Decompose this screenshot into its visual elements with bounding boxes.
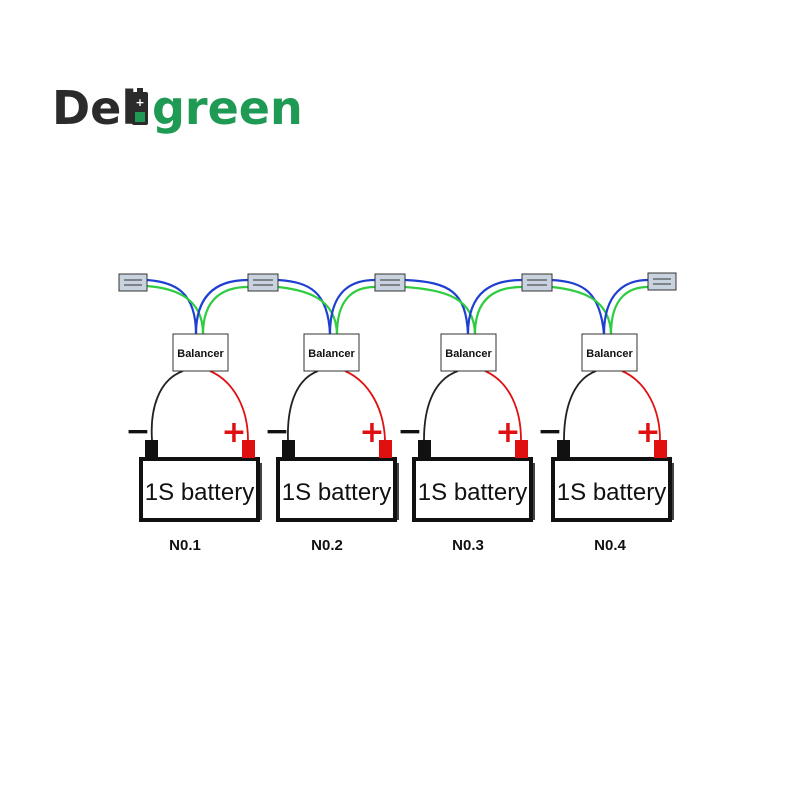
plus-sign: + (495, 415, 520, 450)
unit-3: Balancer − + 1S battery N0.3 (397, 333, 535, 554)
positive-lead (344, 370, 386, 441)
positive-terminal (654, 440, 667, 458)
negative-terminal (282, 440, 295, 458)
brand-logo: Del + green (52, 81, 303, 135)
positive-terminal (242, 440, 255, 458)
battery-label: 1S battery (557, 479, 666, 506)
balancer-box (172, 333, 229, 372)
brand-prefix: Del (52, 81, 137, 135)
unit-1: Balancer − + 1S battery N0.1 (125, 333, 262, 554)
joint-connector-3 (521, 273, 553, 292)
positive-lead (209, 370, 249, 441)
battery-number: N0.4 (594, 537, 626, 554)
svg-text:green: green (152, 81, 303, 135)
balancer-box (581, 333, 638, 372)
joint-connector-2 (374, 273, 406, 292)
end-connector-left (118, 273, 148, 292)
balancer-label: Balancer (177, 348, 224, 360)
balancer-label: Balancer (445, 348, 492, 360)
connectors (118, 272, 677, 292)
balancer-label: Balancer (308, 348, 355, 360)
negative-lead (287, 370, 319, 441)
plus-sign: + (359, 415, 384, 450)
svg-text:+: + (135, 96, 144, 109)
negative-lead (423, 370, 459, 441)
brand-suffix: green (152, 81, 303, 135)
balancer-box (440, 333, 497, 372)
balance-harness (146, 278, 649, 335)
plus-sign: + (221, 415, 246, 450)
battery-number: N0.3 (452, 537, 484, 554)
unit-4: Balancer − + 1S battery N0.4 (537, 333, 674, 554)
minus-sign: − (264, 414, 289, 449)
minus-sign: − (397, 414, 422, 449)
positive-terminal (379, 440, 392, 458)
battery-box (139, 457, 260, 522)
negative-lead (563, 370, 597, 441)
negative-terminal (557, 440, 570, 458)
balancer-label: Balancer (586, 348, 633, 360)
plus-sign: + (635, 415, 660, 450)
battery-box (551, 457, 672, 522)
battery-label: 1S battery (145, 479, 254, 506)
battery-number: N0.1 (169, 537, 201, 554)
unit-2: Balancer − + 1S battery N0.2 (264, 333, 399, 554)
battery-box (276, 457, 397, 522)
positive-lead (621, 370, 661, 441)
positive-lead (484, 370, 522, 441)
battery-box (412, 457, 533, 522)
positive-terminal (515, 440, 528, 458)
battery-icon: + (132, 88, 148, 125)
battery-label: 1S battery (282, 479, 391, 506)
end-connector-right (647, 272, 677, 291)
battery-number: N0.2 (311, 537, 343, 554)
negative-lead (150, 370, 184, 441)
minus-sign: − (537, 414, 562, 449)
balancer-box (303, 333, 360, 372)
joint-connector-1 (247, 273, 279, 292)
svg-text:Del: Del (52, 81, 137, 135)
minus-sign: − (125, 414, 150, 449)
negative-terminal (418, 440, 431, 458)
negative-terminal (145, 440, 158, 458)
battery-label: 1S battery (418, 479, 527, 506)
